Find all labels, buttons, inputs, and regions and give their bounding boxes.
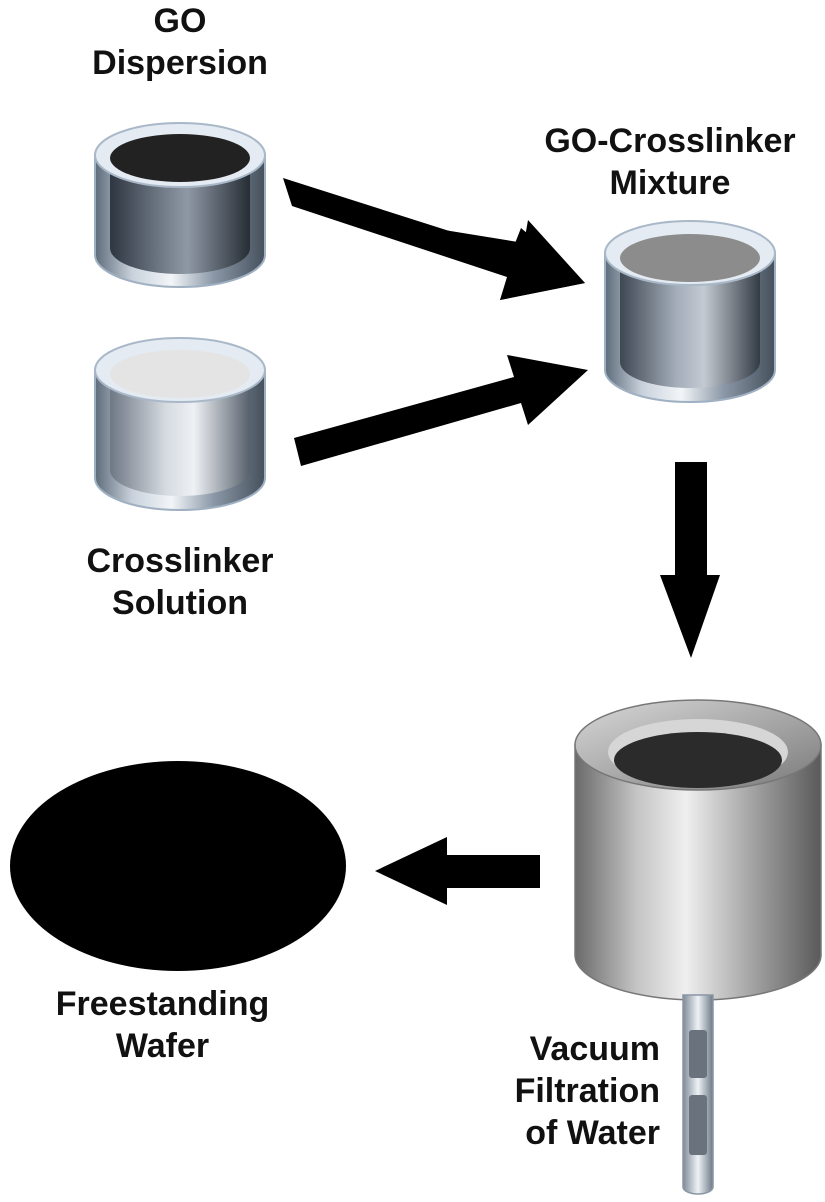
- label-mixture: GO-Crosslinker Mixture: [520, 120, 820, 204]
- label-crosslinker-solution: Crosslinker Solution: [50, 540, 310, 624]
- label-go-dispersion: GO Dispersion: [60, 0, 300, 84]
- label-crosslinker-line-2: Solution: [112, 584, 248, 622]
- label-go-dispersion-line-2: Dispersion: [92, 44, 268, 82]
- filtration-tube: [682, 994, 714, 1195]
- funnel-opening: [614, 732, 782, 788]
- arrow-crosslinker-to-mixture: [294, 355, 588, 466]
- label-wafer-line-1: Freestanding: [55, 985, 270, 1023]
- arrow-go-to-mixture: [283, 176, 585, 300]
- freestanding-wafer: [10, 761, 346, 971]
- label-filtration-line-2: Filtration: [514, 1072, 660, 1110]
- mixture-beaker: [604, 220, 776, 403]
- label-crosslinker-line-1: Crosslinker: [86, 542, 274, 580]
- arrow-filter-to-wafer: [375, 837, 540, 905]
- filtration-funnel: [574, 699, 822, 1001]
- mixture-liquid-surface: [620, 234, 760, 282]
- label-filtration: Vacuum Filtration of Water: [440, 1028, 660, 1154]
- arrow-mixture-to-filter: [660, 462, 720, 658]
- crosslinker-beaker: [94, 337, 266, 511]
- label-wafer: Freestanding Wafer: [20, 983, 305, 1067]
- label-mixture-line-2: Mixture: [609, 164, 731, 202]
- label-filtration-line-1: Vacuum: [529, 1030, 660, 1068]
- label-go-dispersion-line-1: GO: [153, 2, 207, 40]
- go-dispersion-beaker: [94, 122, 266, 288]
- label-mixture-line-1: GO-Crosslinker: [544, 122, 796, 160]
- label-wafer-line-2: Wafer: [115, 1027, 210, 1065]
- crosslinker-liquid-surface: [110, 350, 250, 398]
- go-liquid-surface: [110, 134, 250, 182]
- label-filtration-line-3: of Water: [525, 1114, 660, 1152]
